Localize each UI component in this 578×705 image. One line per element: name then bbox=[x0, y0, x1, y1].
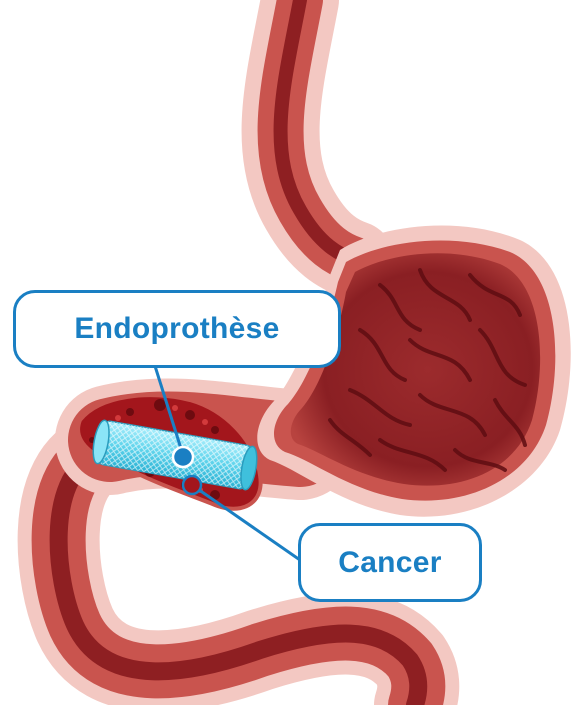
stent-callout: Endoprothèse bbox=[13, 290, 341, 368]
cancer-marker-dot bbox=[183, 476, 201, 494]
cancer-label: Cancer bbox=[338, 546, 442, 580]
stent-label: Endoprothèse bbox=[74, 312, 279, 346]
esophagus bbox=[281, 0, 355, 260]
stent-marker-dot bbox=[173, 447, 193, 467]
cancer-callout: Cancer bbox=[298, 523, 482, 602]
